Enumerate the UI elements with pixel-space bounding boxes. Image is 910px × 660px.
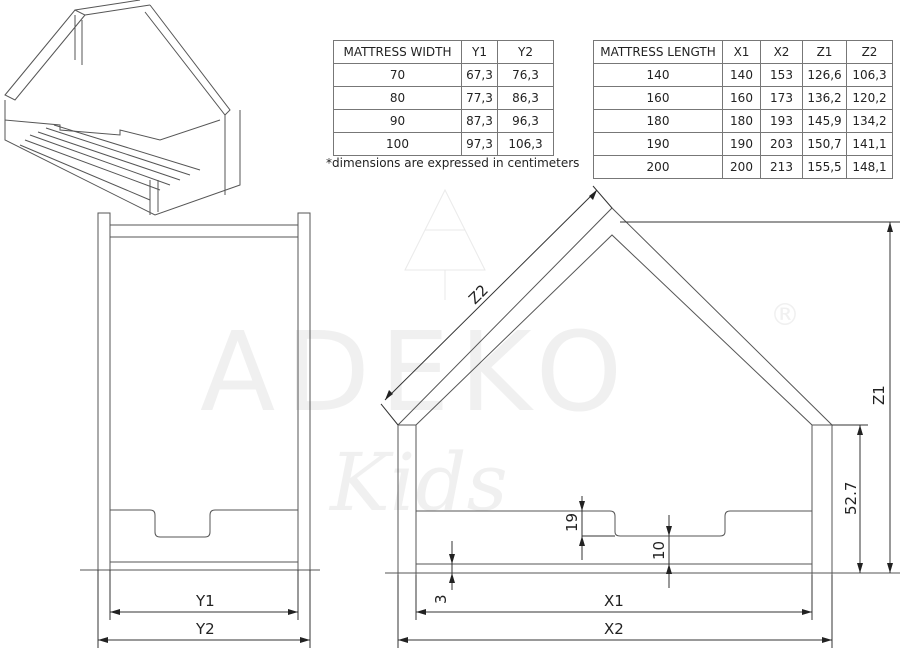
cell: 90 <box>333 109 462 133</box>
cell: 155,5 <box>802 155 847 179</box>
bed-thumbnail <box>4 0 241 216</box>
z1-dimension <box>620 221 900 573</box>
front-view: Y1 Y2 <box>80 212 320 648</box>
cell: 160 <box>722 86 761 110</box>
cell: 140 <box>722 63 761 87</box>
top-bar <box>110 224 298 238</box>
rail-label: 19 <box>563 513 581 532</box>
cell: 193 <box>760 109 803 133</box>
cell: 97,3 <box>461 132 498 156</box>
cell: 190 <box>722 132 761 156</box>
cell: 76,3 <box>497 63 554 87</box>
header-cell: Y1 <box>461 40 498 64</box>
height-dimension <box>832 424 868 573</box>
cell: 87,3 <box>461 109 498 133</box>
header-cell: Z2 <box>846 40 893 64</box>
floor-line <box>80 561 320 571</box>
cell: 120,2 <box>846 86 893 110</box>
cell: 106,3 <box>846 63 893 87</box>
cell: 70 <box>333 63 462 87</box>
header-cell: Z1 <box>802 40 847 64</box>
cell: 106,3 <box>497 132 554 156</box>
y2-label: Y2 <box>195 620 215 638</box>
cell: 96,3 <box>497 109 554 133</box>
cell: 77,3 <box>461 86 498 110</box>
cell: 136,2 <box>802 86 847 110</box>
watermark-brand: ADEKO <box>200 308 632 436</box>
z1-label: Z1 <box>870 385 888 405</box>
front-rail <box>110 509 298 538</box>
header-cell: Y2 <box>497 40 554 64</box>
cell: 80 <box>333 86 462 110</box>
table-header-row: MATTRESS LENGTH X1 X2 Z1 Z2 <box>593 40 893 64</box>
cell: 100 <box>333 132 462 156</box>
cell: 190 <box>593 132 723 156</box>
units-note: *dimensions are expressed in centimeters <box>326 156 580 170</box>
z2-label: Z2 <box>465 281 492 308</box>
left-post <box>97 212 111 571</box>
header-cell: MATTRESS WIDTH <box>333 40 462 64</box>
watermark-registered: ® <box>770 298 800 333</box>
height-label: 52.7 <box>842 482 860 515</box>
watermark-logo: ADEKO ® Kids <box>200 188 800 529</box>
z2-dimension <box>380 185 613 426</box>
cell: 180 <box>722 109 761 133</box>
cell: 180 <box>593 109 723 133</box>
cell: 67,3 <box>461 63 498 87</box>
cell: 148,1 <box>846 155 893 179</box>
cell: 200 <box>593 155 723 179</box>
watermark-tree-icon <box>404 188 486 300</box>
table-header-row: MATTRESS WIDTH Y1 Y2 <box>333 40 554 64</box>
x2-label: X2 <box>604 620 624 638</box>
cell: 200 <box>722 155 761 179</box>
cell: 203 <box>760 132 803 156</box>
header-cell: MATTRESS LENGTH <box>593 40 723 64</box>
side-view: Z2 Z1 52.7 19 10 3 X1 X2 <box>380 185 900 648</box>
x1-label: X1 <box>604 592 624 610</box>
notch-label: 10 <box>650 541 668 560</box>
y-dimension-lines <box>98 611 310 641</box>
cell: 150,7 <box>802 132 847 156</box>
cell: 160 <box>593 86 723 110</box>
y1-label: Y1 <box>195 592 215 610</box>
floor-gap-label: 3 <box>432 594 450 604</box>
arrowheads <box>98 609 310 643</box>
cell: 126,6 <box>802 63 847 87</box>
watermark-sub: Kids <box>328 436 508 529</box>
header-cell: X1 <box>722 40 761 64</box>
cell: 173 <box>760 86 803 110</box>
x-dimension-lines <box>397 575 833 648</box>
cell: 153 <box>760 63 803 87</box>
house-frame <box>397 207 833 575</box>
cell: 134,2 <box>846 109 893 133</box>
cell: 145,9 <box>802 109 847 133</box>
cell: 213 <box>760 155 803 179</box>
cell: 86,3 <box>497 86 554 110</box>
cell: 141,1 <box>846 132 893 156</box>
side-rail <box>385 510 900 574</box>
rail-dimension <box>581 496 615 560</box>
cell: 140 <box>593 63 723 87</box>
header-cell: X2 <box>760 40 803 64</box>
